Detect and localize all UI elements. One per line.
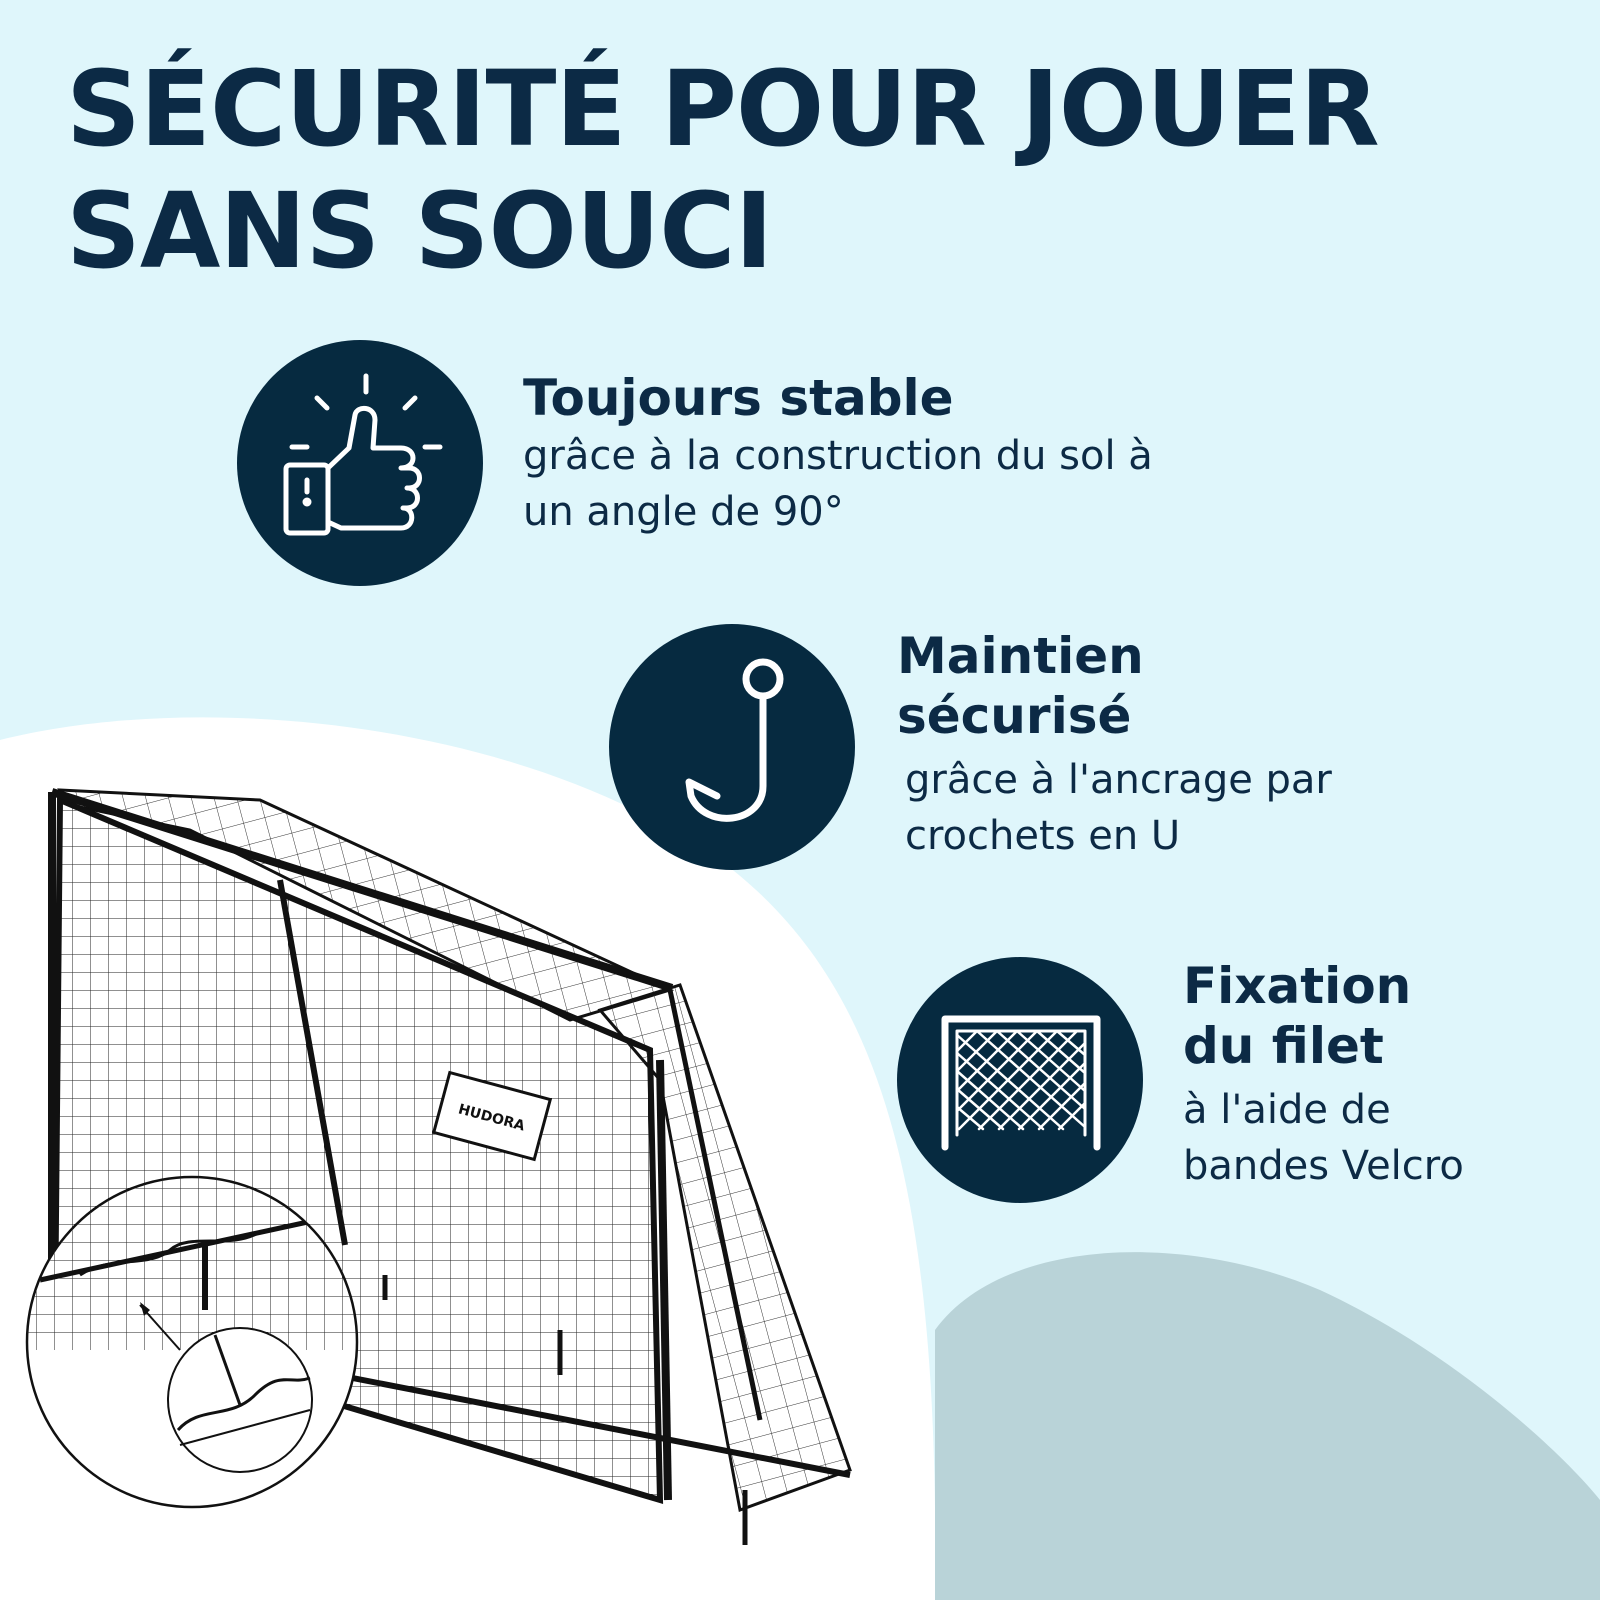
goal-post-right: [656, 1059, 672, 1501]
title-line-2: SANS SOUCI: [66, 170, 773, 292]
feature-title-line: sécurisé: [897, 687, 1132, 745]
feature-desc: grâce à l'ancrage par crochets en U: [897, 746, 1332, 864]
goal-support-bar: [667, 989, 763, 1421]
anchor-badge: [609, 624, 855, 870]
goal-crossbar: [50, 788, 674, 992]
goal-illustration: HUDORA: [25, 788, 852, 1545]
goal-support-bar: [277, 879, 348, 1246]
feature-velcro: Fixation du filet à l'aide de bandes Vel…: [1183, 956, 1464, 1194]
feature-desc-line: crochets en U: [905, 813, 1181, 859]
thumbs-up-icon: [283, 373, 443, 536]
page-title: SÉCURITÉ POUR JOUER SANS SOUCI: [66, 48, 1380, 292]
feature-title-line: Fixation: [1183, 957, 1412, 1015]
feature-anchor: Maintien sécurisé grâce à l'ancrage par …: [897, 626, 1332, 864]
hudora-label: HUDORA: [431, 1070, 553, 1162]
feature-desc-line: un angle de 90°: [523, 489, 844, 535]
feature-title: Toujours stable: [523, 369, 954, 427]
feature-title-line: du filet: [1183, 1017, 1384, 1075]
stable-badge: [237, 340, 483, 586]
feature-desc-line: bandes Velcro: [1183, 1143, 1464, 1189]
feature-stable: Toujours stable grâce à la construction …: [523, 368, 1153, 540]
grey-blob: [935, 1252, 1600, 1600]
feature-desc-line: grâce à l'ancrage par: [905, 757, 1332, 803]
hook-icon: [685, 658, 784, 822]
title-line-1: SÉCURITÉ POUR JOUER: [66, 48, 1380, 170]
feature-desc-line: grâce à la construction du sol à: [523, 433, 1153, 479]
feature-title-line: Maintien: [897, 627, 1144, 685]
velcro-badge: [897, 957, 1143, 1203]
goal-net-icon: [941, 1015, 1101, 1151]
feature-desc: à l'aide de bandes Velcro: [1183, 1076, 1464, 1194]
feature-desc-line: à l'aide de: [1183, 1087, 1391, 1133]
